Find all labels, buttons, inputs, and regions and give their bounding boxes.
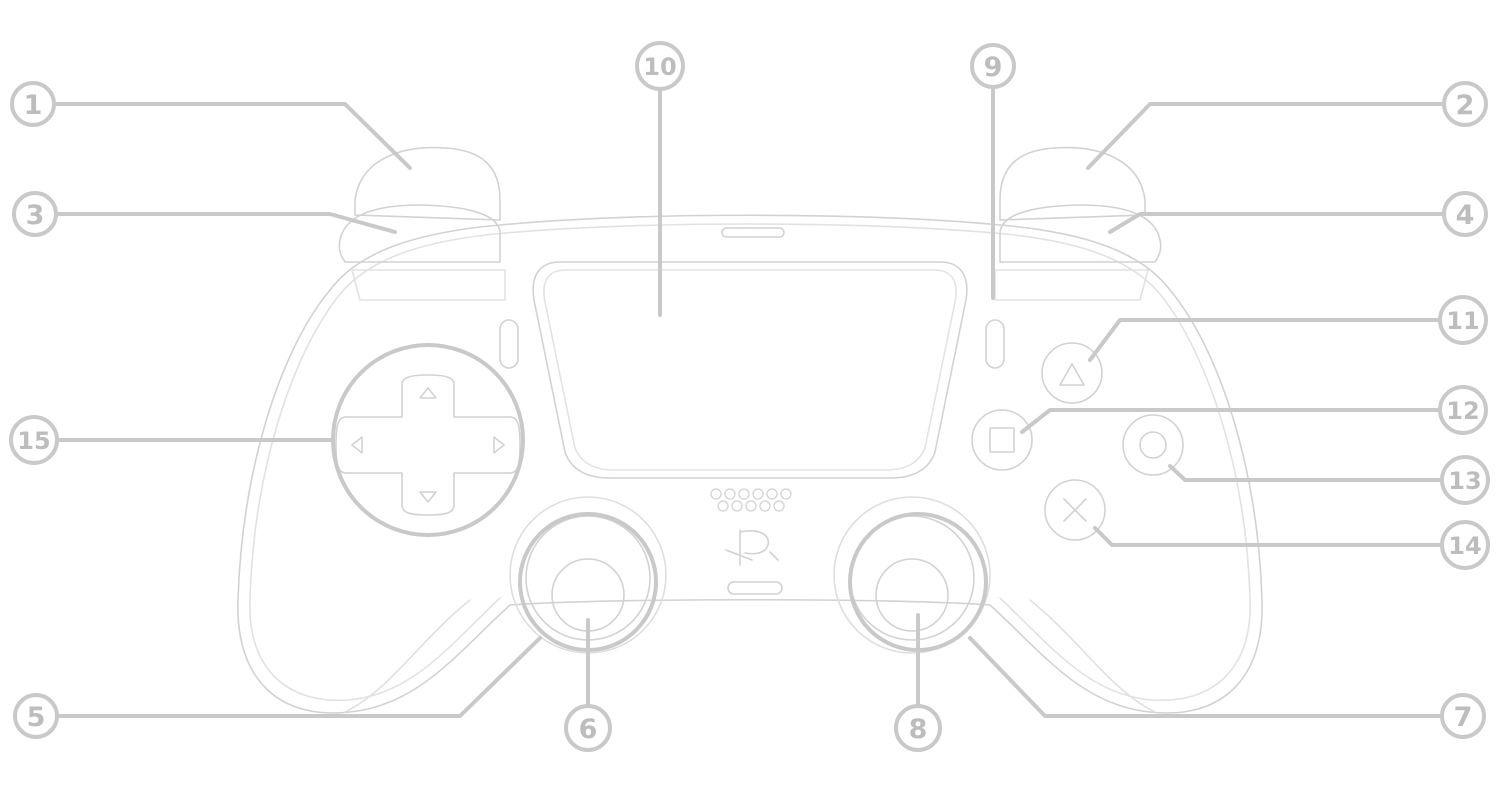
- dpad-down-arrow: [419, 491, 437, 503]
- leader-7: [968, 636, 1442, 718]
- cross-button: [1044, 479, 1106, 541]
- triangle-button: [1041, 342, 1103, 404]
- right-trigger-r2: [999, 146, 1146, 221]
- callout-leaders: [53, 86, 1444, 718]
- callout-10: 10: [635, 41, 685, 91]
- leader-11: [1088, 318, 1442, 362]
- touch-pad-inner: [543, 269, 957, 471]
- dpad-left-arrow: [351, 436, 363, 454]
- callout-3-number: 3: [26, 200, 45, 231]
- dpad-up-arrow: [419, 387, 437, 399]
- left-trigger-l2: [354, 146, 501, 221]
- cross-symbol: [1063, 498, 1087, 522]
- options-button: [985, 319, 1005, 369]
- callout-2: 2: [1442, 81, 1488, 127]
- callout-badges: 1 2 3 4 5 6 7 8: [9, 41, 1490, 752]
- callout-2-number: 2: [1456, 90, 1475, 121]
- left-grip-detail: [344, 599, 471, 713]
- speaker-grille: [710, 488, 792, 512]
- callout-11-number: 11: [1446, 307, 1479, 335]
- circle-symbol: [1139, 431, 1167, 459]
- light-bar: [721, 227, 785, 238]
- callout-9-number: 9: [984, 52, 1003, 83]
- square-button: [971, 409, 1033, 471]
- controller-body: [237, 214, 1263, 714]
- callout-14-number: 14: [1448, 532, 1481, 560]
- leader-12: [1020, 408, 1442, 434]
- leader-13: [1168, 464, 1444, 482]
- right-stick-housing: [833, 496, 991, 654]
- callout-6: 6: [564, 704, 612, 752]
- callout-10-number: 10: [643, 53, 676, 81]
- callout-15: 15: [9, 415, 59, 465]
- callout-7: 7: [1440, 693, 1486, 739]
- triangle-symbol: [1059, 363, 1085, 386]
- callout-1-number: 1: [24, 90, 43, 121]
- mute-button: [727, 581, 783, 595]
- right-stick-cap: [875, 558, 949, 632]
- callout-3: 3: [12, 191, 58, 237]
- callout-12-number: 12: [1446, 397, 1479, 425]
- right-bumper-r1: [999, 204, 1162, 263]
- dpad: [335, 374, 521, 516]
- touch-pad: [532, 261, 968, 479]
- callout-6-number: 6: [579, 714, 598, 745]
- callout-15-number: 15: [17, 427, 50, 455]
- leader-2: [1086, 102, 1444, 170]
- create-button: [499, 319, 519, 369]
- right-bumper-r1-inner: [994, 269, 1149, 301]
- callout-4-number: 4: [1456, 200, 1475, 231]
- leader-14: [1093, 526, 1444, 547]
- callout-4: 4: [1442, 191, 1488, 237]
- callout-13: 13: [1440, 455, 1490, 505]
- callout-13-number: 13: [1448, 467, 1481, 495]
- callout-12: 12: [1438, 385, 1488, 435]
- leader-4: [1108, 212, 1444, 234]
- left-bumper-l1-inner: [351, 269, 506, 301]
- callout-7-number: 7: [1454, 702, 1473, 733]
- leader-5: [56, 636, 542, 718]
- callout-1: 1: [10, 81, 56, 127]
- callout-8: 8: [894, 704, 942, 752]
- leader-3: [55, 212, 397, 234]
- dpad-right-arrow: [493, 436, 505, 454]
- callout-5: 5: [13, 693, 59, 739]
- square-symbol: [989, 427, 1015, 453]
- callout-5-number: 5: [27, 702, 46, 733]
- callout-11: 11: [1438, 295, 1488, 345]
- leader-1: [53, 102, 412, 170]
- callout-9: 9: [970, 43, 1016, 89]
- ps-button: [725, 529, 779, 566]
- left-bumper-l1: [338, 204, 501, 263]
- circle-button: [1122, 414, 1184, 476]
- right-grip-detail: [1029, 599, 1156, 713]
- controller-body-inner: [249, 223, 1251, 702]
- callout-14: 14: [1440, 520, 1490, 570]
- callout-8-number: 8: [909, 714, 928, 745]
